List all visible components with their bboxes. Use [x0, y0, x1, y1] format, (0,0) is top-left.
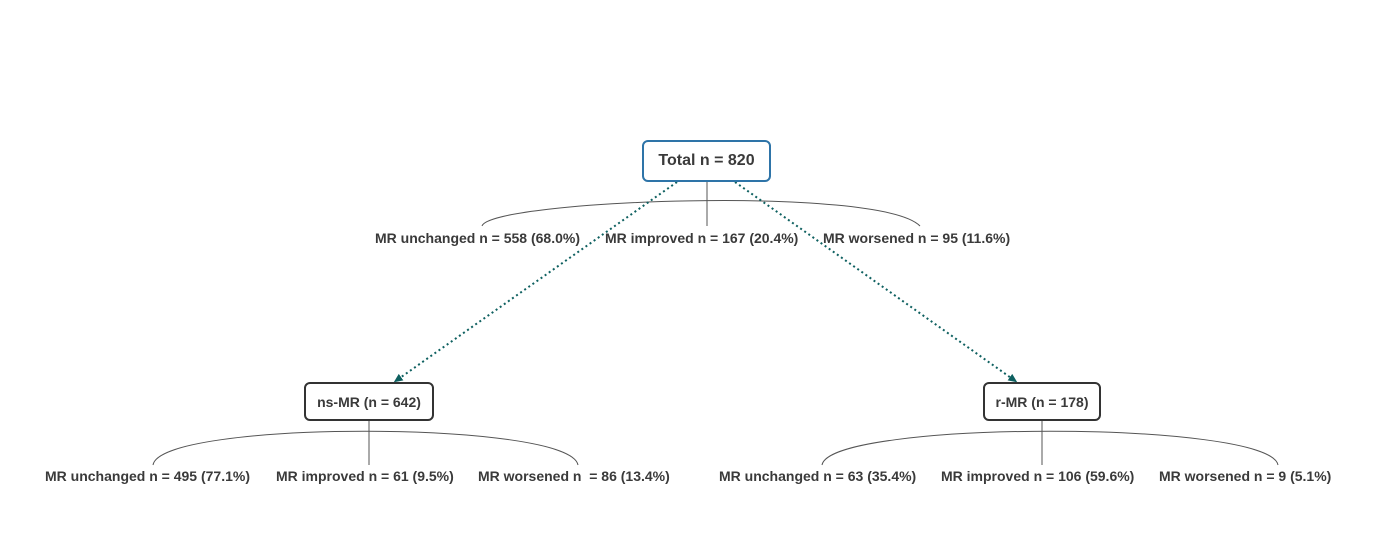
nsmr-branch-curve — [152, 430, 579, 466]
rmr-branch-curve — [821, 430, 1279, 466]
root-outcome-unchanged: MR unchanged n = 558 (68.0%) — [375, 230, 580, 246]
total-node-label: Total n = 820 — [658, 152, 755, 169]
total-node: Total n = 820 — [642, 140, 771, 182]
nsmr-outcome-improved: MR improved n = 61 (9.5%) — [276, 468, 454, 484]
nsmr-outcome-worsened: MR worsened n = 86 (13.4%) — [478, 468, 670, 484]
root-outcome-worsened: MR worsened n = 95 (11.6%) — [823, 230, 1011, 246]
nsmr-node: ns-MR (n = 642) — [304, 382, 434, 421]
arrow-to-rmr — [734, 181, 1018, 383]
nsmr-outcome-unchanged: MR unchanged n = 495 (77.1%) — [45, 468, 250, 484]
root-outcome-improved: MR improved n = 167 (20.4%) — [605, 230, 799, 246]
rmr-node: r-MR (n = 178) — [983, 382, 1101, 421]
rmr-outcome-worsened: MR worsened n = 9 (5.1%) — [1159, 468, 1332, 484]
nsmr-node-label: ns-MR (n = 642) — [317, 393, 421, 410]
rmr-outcome-unchanged: MR unchanged n = 63 (35.4%) — [719, 468, 917, 484]
rmr-outcome-improved: MR improved n = 106 (59.6%) — [941, 468, 1135, 484]
root-branch-curve — [481, 200, 921, 227]
arrow-to-nsmr — [393, 181, 678, 383]
rmr-node-label: r-MR (n = 178) — [995, 393, 1089, 410]
